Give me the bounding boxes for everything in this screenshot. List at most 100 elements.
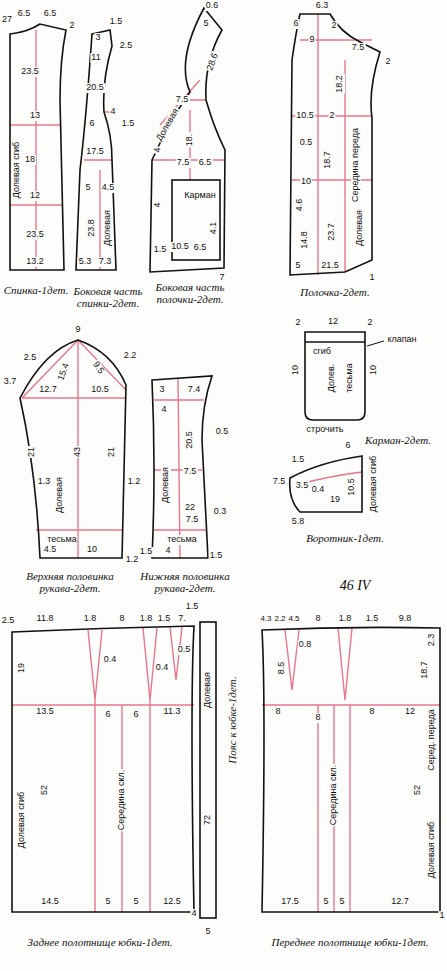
dimension-label: 0.8 <box>298 640 313 650</box>
pattern-note: Долевая сгиб <box>369 455 379 513</box>
dimension-label: 0.4 <box>103 655 118 665</box>
piece-title: Карман-2дет. <box>364 434 432 446</box>
side-front-piece <box>150 8 225 272</box>
dimension-label: 1.5 <box>121 119 136 129</box>
dimension-label: 13.2 <box>25 257 45 267</box>
dimension-label: 7.5 <box>176 158 191 168</box>
dimension-label: 7. <box>177 614 187 624</box>
dimension-label: 1.2 <box>127 477 142 487</box>
dimension-label: 4.6 <box>295 198 305 213</box>
construction-line <box>10 30 63 270</box>
dimension-label: 4 <box>109 107 116 117</box>
dimension-label: 1.3 <box>37 477 52 487</box>
dimension-label: 10 <box>291 364 301 376</box>
dimension-label: 7.3 <box>98 257 113 267</box>
dimension-label: 23.7 <box>327 222 337 242</box>
dimension-label: 2.2 <box>123 351 138 361</box>
pattern-note: Долевая <box>161 466 171 504</box>
pattern-note: сгиб <box>312 347 332 357</box>
construction-line <box>292 14 372 275</box>
dimension-label: 4 <box>190 909 197 919</box>
under-sleeve-piece <box>152 376 212 558</box>
dimension-label: 8 <box>368 707 375 717</box>
dimension-label: 15.4 <box>56 361 72 383</box>
dimension-label: 4.5 <box>287 615 300 624</box>
dimension-label: 10 <box>86 545 98 555</box>
pattern-note: Долевая сгиб <box>12 141 22 199</box>
dimension-label: 1.5 <box>153 245 168 255</box>
piece-title: Пояс к юбке-1дет. <box>226 675 238 764</box>
dimension-label: 1.5 <box>157 614 172 624</box>
dimension-label: 6 <box>104 710 111 720</box>
dimension-label: 5 <box>202 19 209 29</box>
pattern-note: Долевая <box>154 106 181 144</box>
dimension-label: 17.5 <box>280 897 300 907</box>
dimension-label: 52 <box>40 784 50 796</box>
dimension-label: 18.2 <box>335 74 345 94</box>
construction-line <box>152 80 225 180</box>
dimension-label: 2 <box>384 57 391 67</box>
dimension-label: 7.5 <box>175 95 190 105</box>
dimension-label: 9 <box>74 325 81 335</box>
dimension-label: 2.2 <box>273 615 286 624</box>
piece-title: Верхняя половинка рукава-2дет. <box>9 570 131 594</box>
back-skirt-piece <box>12 626 194 912</box>
pattern-note: Долевая <box>55 476 65 514</box>
dimension-label: 5 <box>84 183 91 193</box>
dimension-label: 18 <box>24 155 36 165</box>
piece-outlines <box>10 8 440 918</box>
pattern-note: Долевая <box>103 209 113 247</box>
dimension-label: 0.3 <box>213 507 228 517</box>
dimension-label: 3.5 <box>295 481 310 491</box>
dimension-label: 43 <box>73 446 83 458</box>
collar-piece <box>290 456 362 512</box>
dimension-label: 6 <box>344 441 351 451</box>
piece-title: Нижняя половинка рукава-2дет. <box>129 570 241 594</box>
dimension-label: 4.3 <box>259 615 272 624</box>
pattern-note: Середина переда <box>351 127 361 203</box>
dimension-label: 12.5 <box>162 897 182 907</box>
dimension-label: 12.7 <box>38 385 58 395</box>
dimension-label: 23.5 <box>20 67 40 77</box>
dimension-label: 0.5 <box>299 138 314 148</box>
pattern-note: Середина скл. <box>329 764 339 826</box>
dimension-label: 8 <box>274 707 281 717</box>
construction-line <box>154 378 206 558</box>
pattern-note: тесьма <box>345 362 355 393</box>
dimension-label: 3 <box>158 385 165 395</box>
pattern-note: тесьма <box>166 535 197 545</box>
dimension-label: 18.7 <box>420 660 430 680</box>
piece-title: Переднее полотнище юбки-1дет. <box>259 936 441 948</box>
dimension-label: 1.8 <box>338 614 353 624</box>
piece-title: Полочка-2дет. <box>299 286 370 298</box>
belt-piece <box>200 622 216 918</box>
dimension-label: 4.5 <box>43 545 58 555</box>
dimension-label: 18. <box>185 133 195 148</box>
pattern-note: Долевая <box>203 671 213 709</box>
dimension-label: 6.5 <box>193 243 208 253</box>
dimension-label: 10.5 <box>170 242 190 252</box>
dimension-label: 4 <box>164 546 171 556</box>
dimension-label: 8.5 <box>277 661 287 676</box>
dimension-label: 12 <box>29 191 41 201</box>
dimension-label: 1.5 <box>209 551 224 561</box>
construction-line <box>262 628 440 912</box>
dimension-label: 5 <box>294 261 301 271</box>
dimension-label: 6 <box>132 710 139 720</box>
dimension-label: 19 <box>17 662 27 674</box>
construction-line <box>12 627 194 912</box>
dimension-label: 5 <box>204 927 211 937</box>
dimension-label: 0.5 <box>215 427 230 437</box>
dimension-label: 3 <box>94 33 101 43</box>
dimension-label: 1.8 <box>83 614 98 624</box>
dimension-label: 0.4 <box>311 485 326 495</box>
dimension-label: 72 <box>203 814 213 826</box>
dimension-label: 1.5 <box>291 455 306 465</box>
piece-title: Боковая часть спинки-2дет. <box>72 285 144 309</box>
dimension-label: 14.5 <box>40 897 60 907</box>
dimension-label: 12 <box>404 707 416 717</box>
piece-title: Заднее полотнище юбки-1дет. <box>9 936 191 948</box>
dimension-label: 1.8 <box>139 614 154 624</box>
dimension-label: 23.8 <box>87 218 97 238</box>
